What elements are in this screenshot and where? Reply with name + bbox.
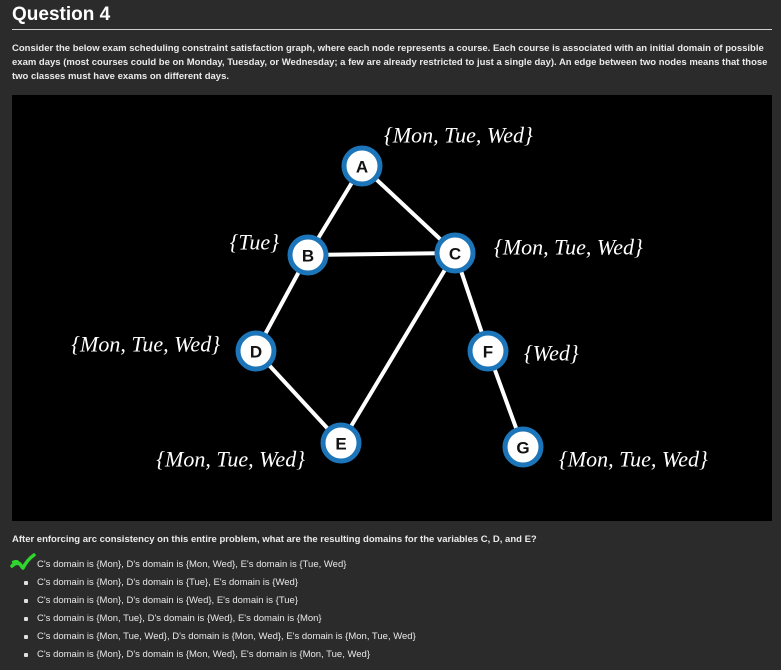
domain-label-a: {Mon, Tue, Wed} [384, 123, 533, 148]
answer-choice[interactable]: C's domain is {Mon}, D's domain is {Mon,… [12, 646, 416, 664]
answer-choice[interactable]: C's domain is {Mon}, D's domain is {Mon,… [10, 553, 416, 574]
question-title: Question 4 [12, 4, 111, 25]
edge-d-e [254, 349, 343, 445]
answer-choice[interactable]: C's domain is {Mon, Tue, Wed}, D's domai… [12, 628, 416, 646]
question-prompt: After enforcing arc consistency on this … [12, 534, 537, 545]
edge-a-c [360, 164, 457, 255]
node-circle [320, 422, 362, 464]
node-circle [502, 426, 544, 468]
node-f: F {Wed} [467, 330, 579, 372]
answer-choice-text: C's domain is {Mon}, D's domain is {Mon,… [37, 649, 371, 660]
answer-choice-text: C's domain is {Mon, Tue}, D's domain is … [37, 613, 322, 624]
check-scribble-icon [10, 553, 36, 570]
answer-choice[interactable]: C's domain is {Mon, Tue}, D's domain is … [12, 610, 416, 628]
node-label: C [449, 245, 461, 264]
node-circle [341, 145, 383, 187]
node-label: A [356, 158, 368, 177]
bullet-icon [24, 599, 28, 603]
answer-choice-text: C's domain is {Mon}, D's domain is {Mon,… [37, 559, 347, 570]
node-g: G {Mon, Tue, Wed} [502, 426, 708, 472]
title-divider [12, 29, 772, 30]
node-a: A {Mon, Tue, Wed} [341, 123, 533, 187]
question-intro: Consider the below exam scheduling const… [12, 43, 768, 82]
answer-choice[interactable]: C's domain is {Mon}, D's domain is {Tue}… [12, 574, 416, 592]
bullet-icon [24, 581, 28, 585]
node-e: E {Mon, Tue, Wed} [156, 422, 362, 472]
node-label: B [302, 247, 314, 266]
node-circle [235, 330, 277, 372]
node-label: G [516, 439, 529, 458]
domain-label-g: {Mon, Tue, Wed} [559, 447, 708, 472]
bullet-icon [24, 653, 28, 657]
node-b: B {Tue} [230, 230, 329, 276]
node-circle [434, 232, 476, 274]
answer-choice-text: C's domain is {Mon}, D's domain is {Tue}… [37, 577, 299, 588]
csp-graph-svg: A {Mon, Tue, Wed} B {Tue} C {Mon, Tue, Wed} D {… [71, 123, 708, 472]
node-label: F [483, 343, 493, 362]
answer-choice[interactable]: C's domain is {Mon}, D's domain is {Wed}… [12, 592, 416, 610]
node-circle [287, 234, 329, 276]
answer-choice-text: C's domain is {Mon}, D's domain is {Wed}… [37, 595, 299, 606]
edge-b-c [306, 251, 457, 257]
domain-label-e: {Mon, Tue, Wed} [156, 447, 305, 472]
domain-label-f: {Wed} [524, 341, 579, 366]
bullet-icon [24, 635, 28, 639]
domain-label-c: {Mon, Tue, Wed} [494, 235, 643, 260]
node-label: E [335, 435, 346, 454]
domain-label-b: {Tue} [230, 230, 280, 255]
answer-choices: C's domain is {Mon}, D's domain is {Mon,… [10, 553, 416, 664]
domain-label-d: {Mon, Tue, Wed} [71, 332, 220, 357]
node-d: D {Mon, Tue, Wed} [71, 330, 277, 372]
node-circle [467, 330, 509, 372]
answer-choice-text: C's domain is {Mon, Tue, Wed}, D's domai… [37, 631, 416, 642]
node-c: C {Mon, Tue, Wed} [434, 232, 643, 274]
csp-graph: A {Mon, Tue, Wed} B {Tue} C {Mon, Tue, Wed} D {… [12, 95, 772, 521]
bullet-icon [24, 617, 28, 621]
edge-c-e [339, 251, 457, 445]
node-label: D [250, 343, 262, 362]
